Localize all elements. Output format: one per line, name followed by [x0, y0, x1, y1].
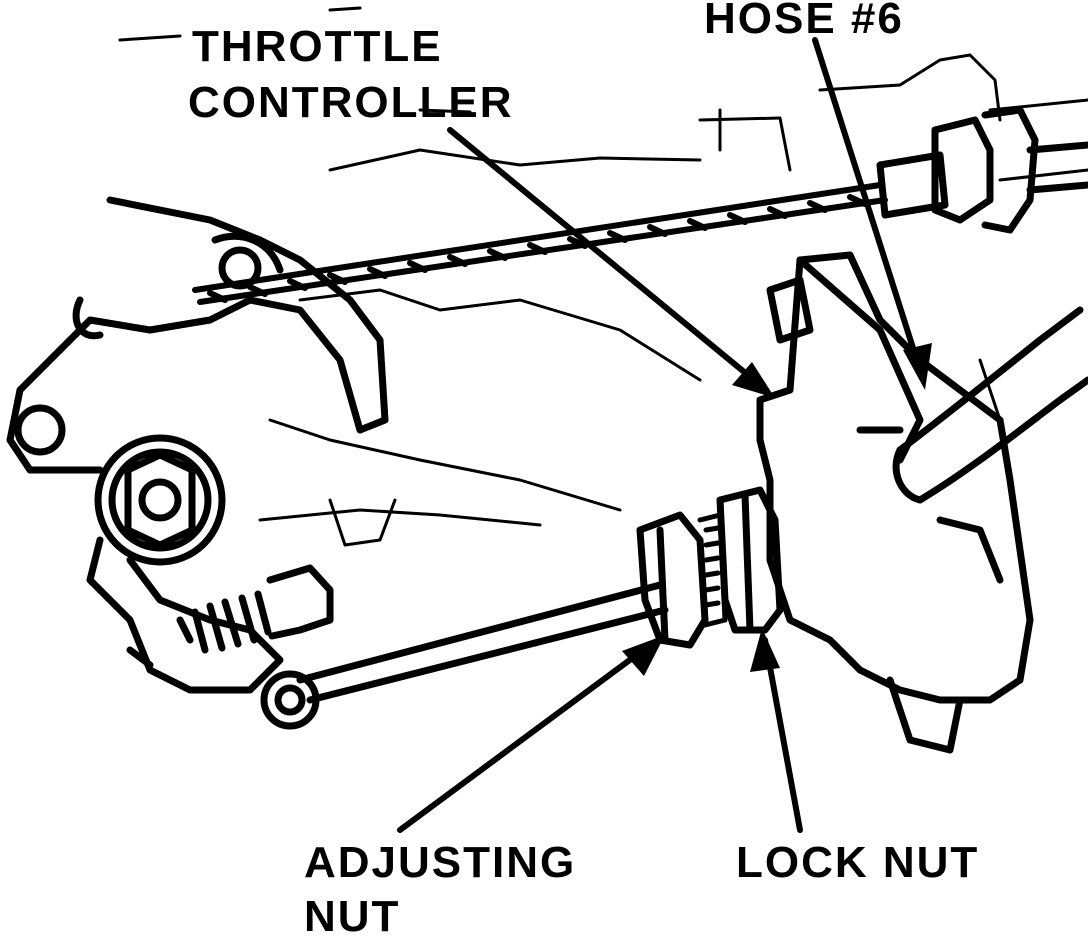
lock-nut-shape	[716, 486, 784, 634]
hose-6	[892, 306, 1088, 504]
throttle-controller-body	[756, 251, 1034, 754]
adjusting-nut-label-line2: NUT	[304, 892, 401, 941]
leader-arrows	[397, 37, 923, 833]
lock-nut-arrow	[762, 637, 803, 833]
adjusting-nut-shape	[636, 511, 709, 649]
adjusting-nut-label-line1: ADJUSTING	[304, 838, 577, 887]
lock-nut-arrowhead	[750, 628, 780, 672]
throttle-controller-arrowhead	[732, 362, 775, 398]
adjusting-nut-arrow	[397, 642, 653, 833]
return-spring	[176, 564, 334, 654]
adjusting-nut-arrowhead	[622, 635, 665, 676]
throttle-controller-arrow	[447, 127, 763, 388]
hose-label: HOSE #6	[704, 0, 904, 43]
throttle-linkage-bracket	[6, 196, 389, 474]
hose-arrow	[812, 37, 923, 373]
throttle-shaft-nut	[94, 434, 226, 566]
adjusting-rod	[296, 581, 669, 704]
hose-arrowhead	[903, 343, 932, 390]
throttle-controller-label-line1: THROTTLE	[192, 22, 443, 71]
lock-nut-label: LOCK NUT	[736, 838, 980, 887]
throttle-controller-label-line2: CONTROLLER	[188, 78, 514, 127]
throttle-cable	[192, 182, 888, 305]
cable-end-fitting	[876, 106, 1088, 234]
